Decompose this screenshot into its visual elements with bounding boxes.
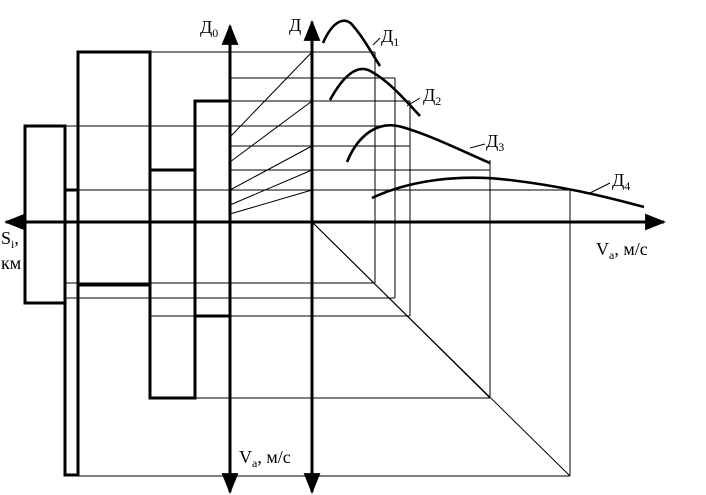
s-axis-label: Si, xyxy=(1,228,19,251)
bar-outlines xyxy=(23,50,232,477)
curve-d4 xyxy=(371,176,645,209)
curve-d2 xyxy=(328,67,421,117)
bar-box-5 xyxy=(148,168,197,400)
d1-label: Д1 xyxy=(381,26,399,49)
bar-box-2 xyxy=(63,188,80,477)
d2-label: Д2 xyxy=(423,85,441,108)
curve-d1 xyxy=(321,19,382,67)
d3-label: Д3 xyxy=(486,131,504,154)
s-axis-unit-label: км xyxy=(1,253,21,273)
bar-box-3 xyxy=(76,50,152,224)
d0-label: Д0 xyxy=(200,17,218,40)
labels: Д0 Д Д1 Д2 Д3 Д4 Si, км Va, м/с Va, м/с xyxy=(1,15,648,470)
bar-box-4 xyxy=(76,220,152,287)
axes xyxy=(3,19,667,495)
curve-d3 xyxy=(345,124,491,165)
d-label: Д xyxy=(289,15,301,35)
d4-label: Д4 xyxy=(612,170,630,193)
bar-box-6 xyxy=(193,99,232,318)
bar-box-1 xyxy=(23,124,67,305)
va-bottom-label: Va, м/с xyxy=(239,447,291,470)
construction-lines xyxy=(25,37,611,477)
va-right-label: Va, м/с xyxy=(596,239,648,262)
curves xyxy=(321,19,645,209)
